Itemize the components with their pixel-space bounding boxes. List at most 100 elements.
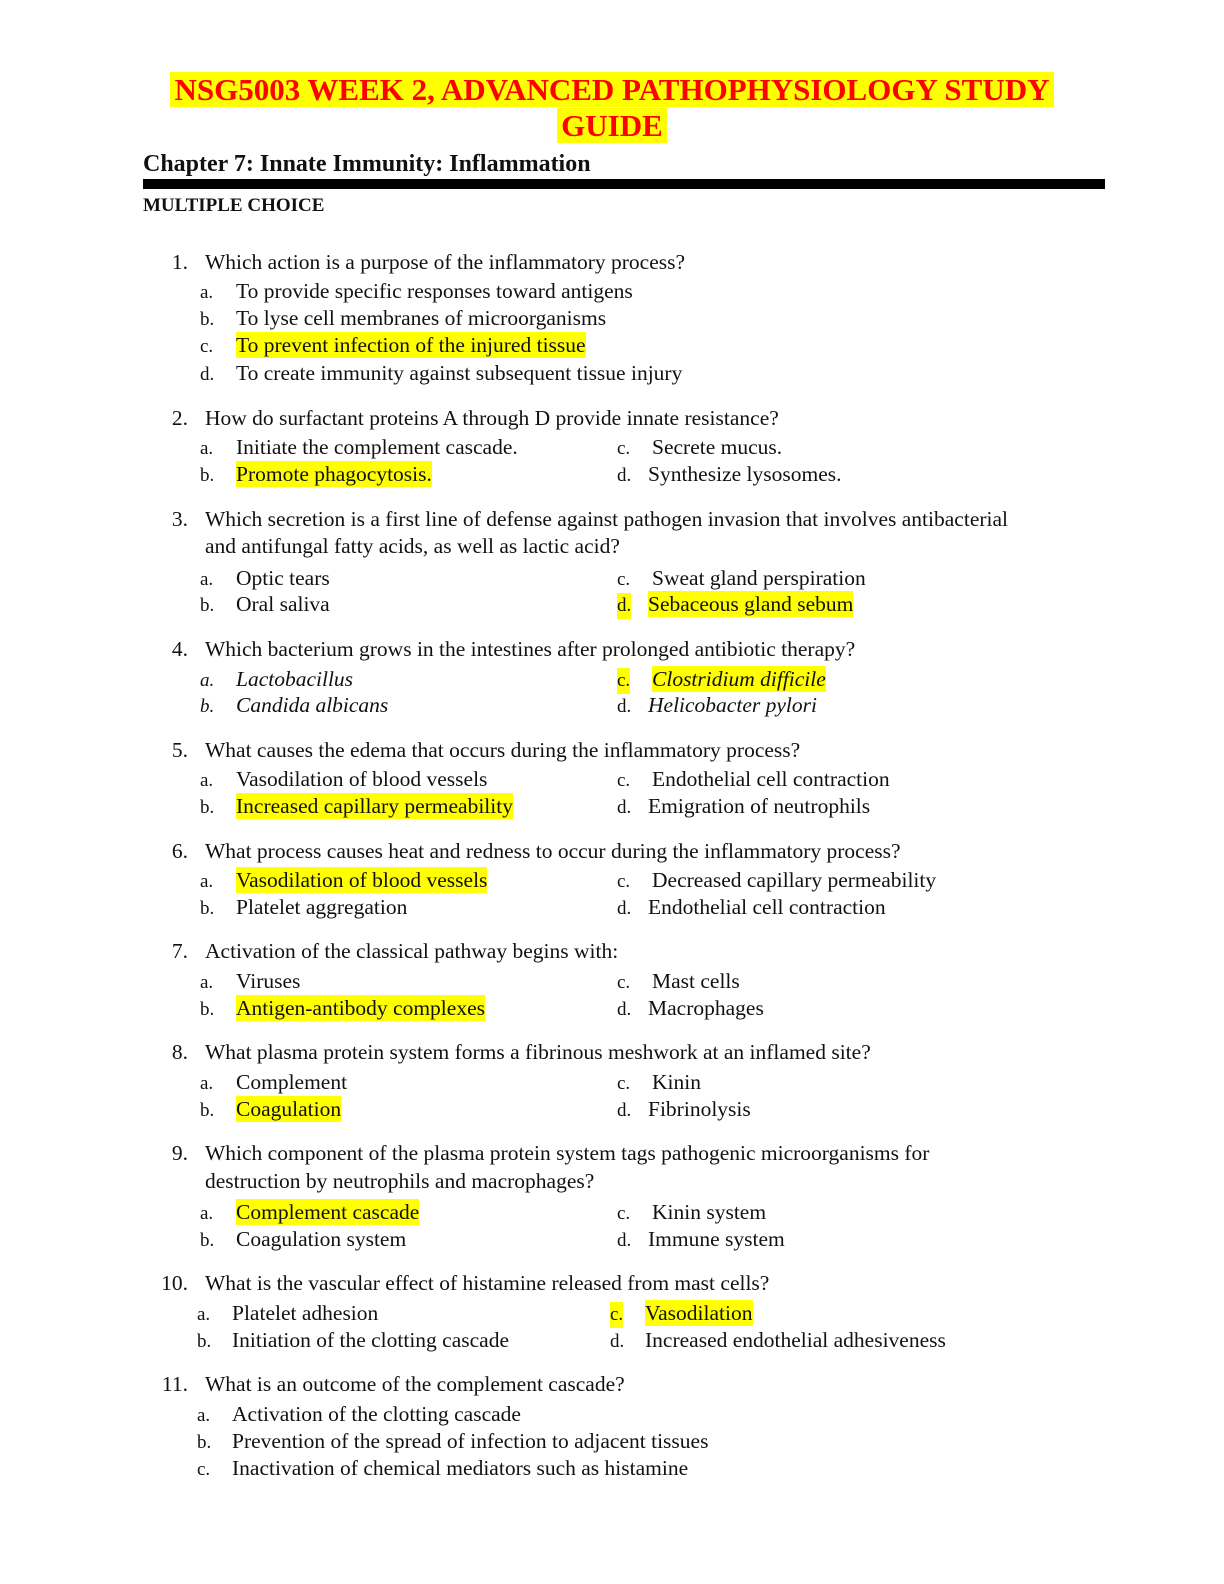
question-number: 3.: [171, 507, 188, 531]
option-letter: a.: [200, 282, 214, 303]
option-letter: a.: [200, 569, 214, 590]
option-text-correct: Antigen-antibody complexes: [236, 995, 485, 1021]
question-text: destruction by neutrophils and macrophag…: [205, 1169, 595, 1193]
option-text-correct: To prevent infection of the injured tiss…: [236, 332, 586, 358]
question-text: What plasma protein system forms a fibri…: [205, 1040, 871, 1064]
option-text: Vasodilation of blood vessels: [236, 767, 488, 791]
option-letter: b.: [197, 1331, 212, 1352]
option-letter: b.: [200, 1100, 215, 1121]
option-text: To lyse cell membranes of microorganisms: [236, 306, 607, 330]
question-number: 8.: [171, 1040, 188, 1064]
question-text: Which action is a purpose of the inflamm…: [205, 250, 686, 274]
option-text: To provide specific responses toward ant…: [236, 279, 633, 303]
question-text: and antifungal fatty acids, as well as l…: [205, 534, 620, 558]
option-text: Viruses: [236, 969, 301, 993]
option-text: Complement: [236, 1070, 348, 1094]
option-text: Activation of the clotting cascade: [232, 1402, 521, 1426]
question-number: 1.: [171, 250, 188, 274]
option-text: Kinin system: [652, 1200, 767, 1224]
question-text: Which bacterium grows in the intestines …: [205, 637, 856, 661]
option-letter: d.: [617, 1100, 632, 1121]
question-text: Which secretion is a first line of defen…: [205, 507, 1009, 531]
option-letter: c.: [617, 871, 631, 892]
option-letter: d.: [617, 465, 632, 486]
option-letter: b.: [197, 1432, 212, 1453]
option-text: Candida albicans: [236, 693, 389, 717]
option-letter: c.: [200, 336, 214, 357]
document-title: NSG5003 WEEK 2, ADVANCED PATHOPHYSIOLOGY…: [0, 72, 1224, 108]
question-text: What is the vascular effect of histamine…: [205, 1271, 770, 1295]
question-number: 2.: [171, 406, 188, 430]
option-text-correct: Complement cascade: [236, 1199, 420, 1225]
option-letter: d.: [617, 696, 632, 717]
question-number: 5.: [171, 738, 188, 762]
option-text: Macrophages: [648, 996, 764, 1020]
question-text: What causes the edema that occurs during…: [205, 738, 801, 762]
option-letter: c.: [617, 972, 631, 993]
option-text: Oral saliva: [236, 592, 330, 616]
option-letter: a.: [200, 972, 214, 993]
option-letter: c.: [617, 438, 631, 459]
heading-rule: [143, 179, 1105, 189]
option-letter: c.: [197, 1459, 211, 1480]
option-text-correct: Vasodilation: [645, 1300, 753, 1326]
option-letter: b.: [200, 595, 215, 616]
option-text: Secrete mucus.: [652, 435, 783, 459]
option-text-correct: Vasodilation of blood vessels: [236, 867, 488, 893]
title-line-1: NSG5003 WEEK 2, ADVANCED PATHOPHYSIOLOGY…: [170, 72, 1054, 107]
option-text: Immune system: [648, 1227, 785, 1251]
option-letter: c.: [610, 1302, 624, 1328]
option-text: Optic tears: [236, 566, 330, 590]
option-letter: b.: [200, 309, 215, 330]
option-text-correct: Sebaceous gland sebum: [648, 591, 854, 617]
option-text: Initiate the complement cascade.: [236, 435, 518, 459]
option-text: Kinin: [652, 1070, 701, 1094]
question-text: How do surfactant proteins A through D p…: [205, 406, 779, 430]
option-text: Lactobacillus: [236, 667, 354, 691]
option-letter: d.: [200, 364, 215, 385]
option-text: To create immunity against subsequent ti…: [236, 361, 683, 385]
option-letter: d.: [617, 593, 632, 619]
option-letter: a.: [200, 670, 215, 691]
option-text-correct: Clostridium difficile: [652, 666, 826, 692]
option-text: Increased endothelial adhesiveness: [645, 1328, 946, 1352]
option-letter: c.: [617, 1073, 631, 1094]
option-text: Synthesize lysosomes.: [648, 462, 842, 486]
option-letter: d.: [617, 999, 632, 1020]
option-text-correct: Coagulation: [236, 1096, 342, 1122]
question-number: 11.: [161, 1372, 188, 1396]
option-letter: b.: [200, 1230, 215, 1251]
option-letter: c.: [617, 569, 631, 590]
question-number: 9.: [171, 1141, 188, 1165]
option-letter: a.: [197, 1405, 211, 1426]
option-letter: d.: [617, 898, 632, 919]
option-letter: c.: [617, 770, 631, 791]
option-text: Coagulation system: [236, 1227, 407, 1251]
option-text: Sweat gland perspiration: [652, 566, 866, 590]
option-letter: c.: [617, 1203, 631, 1224]
question-text: Activation of the classical pathway begi…: [205, 939, 619, 963]
option-letter: a.: [200, 438, 214, 459]
option-text: Inactivation of chemical mediators such …: [232, 1456, 689, 1480]
option-text: Emigration of neutrophils: [648, 794, 871, 818]
question-number: 10.: [161, 1271, 188, 1295]
option-letter: a.: [200, 1073, 214, 1094]
option-letter: b.: [200, 696, 215, 717]
option-letter: b.: [200, 999, 215, 1020]
option-text: Endothelial cell contraction: [652, 767, 890, 791]
option-text: Platelet adhesion: [232, 1301, 379, 1325]
option-text: Decreased capillary permeability: [652, 868, 937, 892]
question-text: What process causes heat and redness to …: [205, 839, 901, 863]
option-letter: a.: [200, 1203, 214, 1224]
option-letter: d.: [617, 797, 632, 818]
question-number: 7.: [171, 939, 188, 963]
option-text: Initiation of the clotting cascade: [232, 1328, 510, 1352]
option-letter: d.: [610, 1331, 625, 1352]
question-number: 4.: [171, 637, 188, 661]
question-text: Which component of the plasma protein sy…: [205, 1141, 930, 1165]
question-text: What is an outcome of the complement cas…: [205, 1372, 625, 1396]
option-letter: a.: [197, 1304, 211, 1325]
option-text: Endothelial cell contraction: [648, 895, 886, 919]
option-letter: c.: [617, 668, 631, 694]
option-letter: a.: [200, 871, 214, 892]
